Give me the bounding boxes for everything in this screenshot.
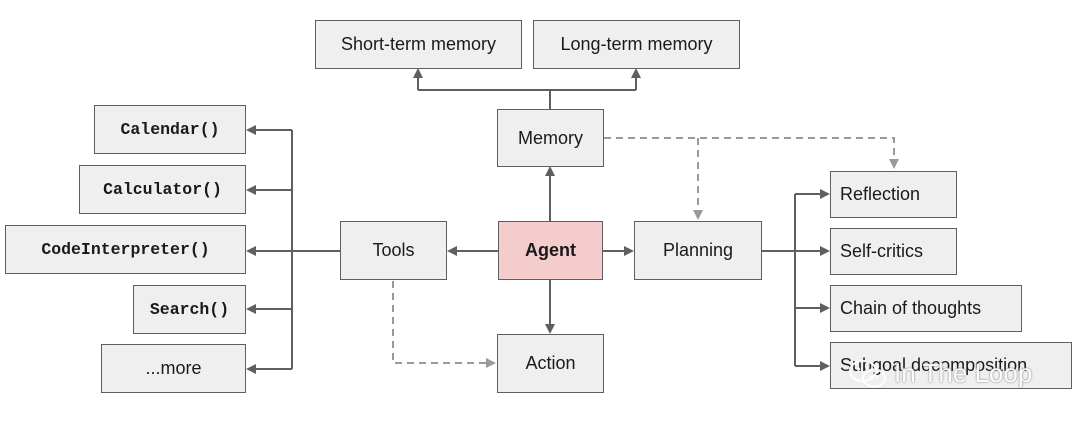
- tools-node: Tools: [340, 221, 447, 280]
- calculator-node: Calculator(): [79, 165, 246, 214]
- planning-label: Planning: [662, 240, 734, 260]
- action-node: Action: [497, 334, 604, 393]
- edge-planning-bus: [762, 194, 796, 366]
- search-label: Search(): [149, 300, 230, 319]
- search-node: Search(): [133, 285, 246, 334]
- edge-tools-bus: [291, 130, 340, 369]
- action-label: Action: [525, 353, 576, 373]
- calculator-label: Calculator(): [103, 180, 222, 199]
- self-critics-label: Self-critics: [840, 241, 924, 261]
- subgoal-decomposition-label: Subgoal decomposition: [840, 355, 1028, 375]
- more-node: ...more: [101, 344, 246, 393]
- code-interpreter-label: CodeInterpreter(): [41, 240, 210, 259]
- reflection-node: Reflection: [830, 171, 957, 218]
- wechat-icon: [848, 359, 887, 388]
- long-term-memory-node: Long-term memory: [533, 20, 740, 69]
- long-term-memory-label: Long-term memory: [560, 34, 713, 54]
- calendar-label: Calendar(): [120, 120, 220, 139]
- code-interpreter-node: CodeInterpreter(): [5, 225, 246, 274]
- tools-label: Tools: [372, 240, 415, 260]
- short-term-memory-node: Short-term memory: [315, 20, 522, 69]
- more-label: ...more: [145, 358, 202, 378]
- reflection-label: Reflection: [840, 184, 921, 204]
- chain-of-thoughts-node: Chain of thoughts: [830, 285, 1022, 332]
- self-critics-node: Self-critics: [830, 228, 957, 275]
- agent-node: Agent: [498, 221, 603, 280]
- short-term-memory-label: Short-term memory: [340, 34, 497, 54]
- edge-memory-to-reflection: [604, 137, 899, 169]
- subgoal-decomposition-node: Subgoal decomposition: [830, 342, 1072, 389]
- chain-of-thoughts-label: Chain of thoughts: [840, 298, 982, 318]
- memory-node: Memory: [497, 109, 604, 167]
- watermark-text: In The Loop: [894, 358, 1033, 388]
- edge-tools-to-action: [392, 281, 496, 368]
- agent-label: Agent: [525, 240, 576, 260]
- calendar-node: Calendar(): [94, 105, 246, 154]
- planning-node: Planning: [634, 221, 762, 280]
- watermark: In The Loop: [848, 358, 1032, 389]
- edge-memory-stem: [418, 89, 551, 109]
- memory-label: Memory: [517, 127, 583, 148]
